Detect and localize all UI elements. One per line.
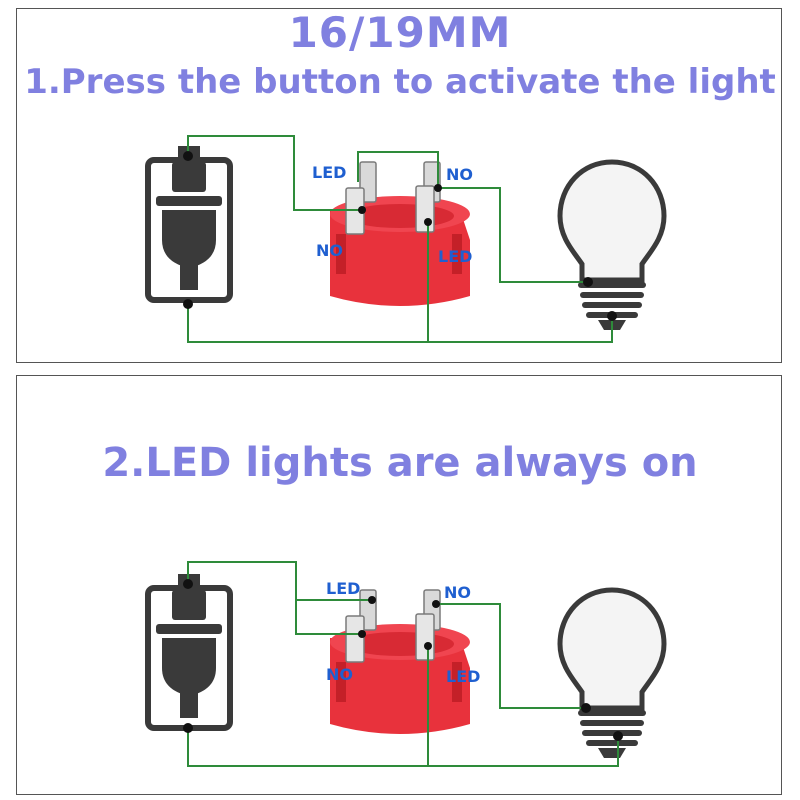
wires-1 [187, 135, 613, 343]
push-button-switch-icon [329, 589, 471, 735]
light-bulb-icon [560, 162, 664, 330]
pin-label-led-bottom: LED [446, 667, 480, 686]
step2-title: 2.LED lights are always on [102, 440, 698, 486]
diagram-momentary: LED NO NO LED [148, 135, 664, 343]
size-title: 16/19MM [288, 8, 512, 57]
step1-title: 1.Press the button to activate the light [24, 62, 776, 102]
pin-label-led-top: LED [312, 163, 346, 182]
light-bulb-icon [560, 590, 664, 758]
pin-label-led-top: LED [326, 579, 360, 598]
power-plug-icon [148, 574, 230, 728]
pin-label-no-bottom: NO [326, 665, 353, 684]
pin-label-led-bottom: LED [438, 247, 472, 266]
power-plug-icon [148, 146, 230, 300]
pin-label-no-top: NO [444, 583, 471, 602]
pin-label-no-bottom: NO [316, 241, 343, 260]
pin-label-no-top: NO [446, 165, 473, 184]
wires-2 [187, 561, 619, 767]
diagram-always-on: LED NO NO LED [148, 561, 664, 767]
